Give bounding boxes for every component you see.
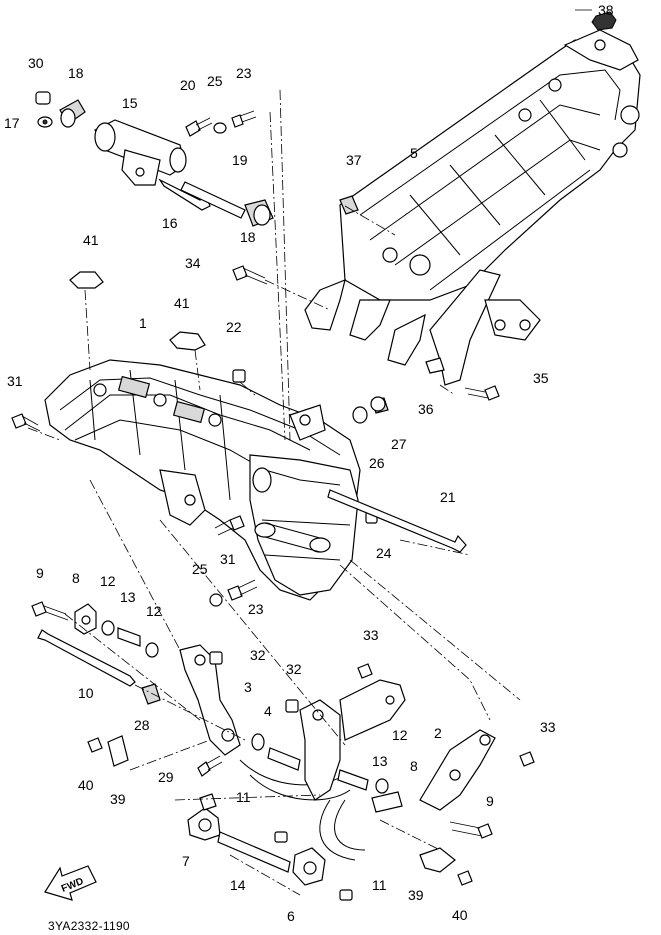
callout-16: 16 <box>162 215 178 231</box>
callout-17: 17 <box>4 115 20 131</box>
callout-27: 27 <box>391 436 407 452</box>
callout-23: 23 <box>236 65 252 81</box>
callout-24: 24 <box>376 545 392 561</box>
callout-13: 13 <box>372 753 388 769</box>
callout-34: 34 <box>185 255 201 271</box>
callout-31: 31 <box>220 551 236 567</box>
callout-2: 2 <box>434 725 442 741</box>
callout-25: 25 <box>192 561 208 577</box>
callout-5: 5 <box>410 145 418 161</box>
callout-39: 39 <box>110 791 126 807</box>
callout-20: 20 <box>180 77 196 93</box>
frame-hardware <box>11 11 617 607</box>
callout-28: 28 <box>134 717 150 733</box>
lower-bracket-group <box>31 601 535 901</box>
callout-32: 32 <box>286 661 302 677</box>
callout-30: 30 <box>28 55 44 71</box>
callout-36: 36 <box>418 401 434 417</box>
callout-22: 22 <box>226 319 242 335</box>
callout-40: 40 <box>78 777 94 793</box>
callout-12: 12 <box>100 573 116 589</box>
callout-9: 9 <box>36 565 44 581</box>
callout-14: 14 <box>230 877 246 893</box>
callout-11: 11 <box>372 877 387 893</box>
callout-21: 21 <box>440 489 456 505</box>
callout-18: 18 <box>68 65 84 81</box>
callout-6: 6 <box>287 908 295 924</box>
callout-39: 39 <box>408 887 424 903</box>
callout-8: 8 <box>410 758 418 774</box>
forward-arrow-icon: FWD <box>44 865 97 901</box>
callout-9: 9 <box>486 793 494 809</box>
callout-11: 11 <box>236 789 251 805</box>
callout-25: 25 <box>207 73 223 89</box>
callout-4: 4 <box>264 703 272 719</box>
callout-35: 35 <box>533 370 549 386</box>
callout-10: 10 <box>78 685 94 701</box>
callout-41: 41 <box>83 232 99 248</box>
callout-31: 31 <box>7 373 23 389</box>
rear-subframe <box>304 29 641 386</box>
callout-37: 37 <box>346 152 362 168</box>
drawing-code: 3YA2332-1190 <box>48 919 130 933</box>
reference-lines <box>27 89 521 896</box>
callout-32: 32 <box>250 647 266 663</box>
callout-19: 19 <box>232 152 248 168</box>
callout-38: 38 <box>598 2 614 18</box>
callout-23: 23 <box>248 601 264 617</box>
callout-8: 8 <box>72 570 80 586</box>
callout-15: 15 <box>122 95 138 111</box>
callout-1: 1 <box>139 315 147 331</box>
callout-33: 33 <box>363 627 379 643</box>
callout-12: 12 <box>392 727 408 743</box>
callout-29: 29 <box>158 769 174 785</box>
callout-41: 41 <box>174 295 190 311</box>
callout-3: 3 <box>244 679 252 695</box>
callout-40: 40 <box>452 907 468 923</box>
steering-head-group <box>35 91 274 227</box>
callout-18: 18 <box>240 229 256 245</box>
callout-33: 33 <box>540 719 556 735</box>
callout-13: 13 <box>120 589 136 605</box>
callout-26: 26 <box>369 455 385 471</box>
callout-7: 7 <box>182 853 190 869</box>
callout-12: 12 <box>146 603 162 619</box>
